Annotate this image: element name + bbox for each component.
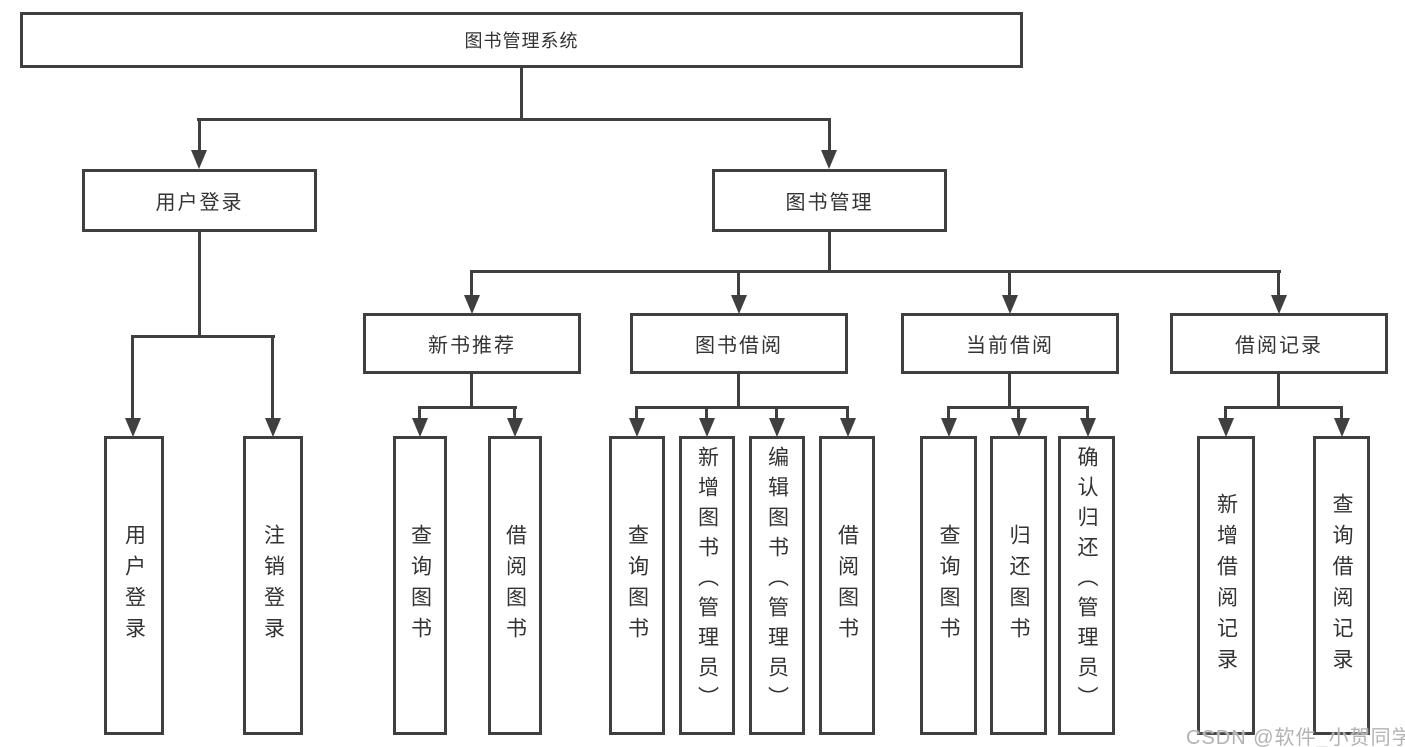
connector-line bbox=[1277, 270, 1280, 297]
connector-line bbox=[1224, 406, 1227, 421]
connector-line bbox=[470, 270, 1281, 273]
connector-line bbox=[1008, 270, 1011, 297]
connector-line bbox=[198, 118, 201, 152]
connector-line bbox=[705, 406, 708, 421]
leaf-add-borrow-record: 新增借阅记录 bbox=[1197, 436, 1255, 735]
connector-arrow bbox=[1011, 418, 1027, 437]
leaf-borrow-books: 借阅图书 bbox=[819, 436, 875, 735]
connector-line bbox=[131, 335, 134, 420]
connector-line bbox=[1340, 406, 1343, 421]
connector-line bbox=[635, 406, 638, 421]
connector-line bbox=[737, 372, 740, 408]
node-new-book-recommendation: 新书推荐 bbox=[363, 313, 581, 374]
connector-line bbox=[1224, 406, 1343, 409]
connector-line bbox=[1008, 372, 1011, 408]
leaf-user-login: 用户登录 bbox=[104, 436, 164, 735]
node-book-borrowing: 图书借阅 bbox=[630, 313, 848, 374]
node-book-management: 图书管理 bbox=[712, 169, 947, 232]
connector-line bbox=[775, 406, 778, 421]
connector-line bbox=[418, 406, 517, 409]
connector-line bbox=[737, 270, 740, 297]
node-user-login: 用户登录 bbox=[82, 169, 317, 232]
leaf-confirm-return-admin: 确认归还（管理员） bbox=[1058, 436, 1115, 735]
connector-arrow bbox=[840, 418, 856, 437]
connector-line bbox=[947, 406, 950, 421]
connector-line bbox=[520, 66, 523, 120]
connector-arrow bbox=[1334, 418, 1350, 437]
connector-line bbox=[635, 406, 849, 409]
leaf-query-books-borrow: 查询图书 bbox=[609, 436, 665, 735]
connector-line bbox=[1277, 372, 1280, 408]
connector-line bbox=[828, 118, 831, 152]
connector-line bbox=[513, 406, 516, 421]
connector-line bbox=[470, 372, 473, 408]
connector-arrow bbox=[769, 418, 785, 437]
connector-arrow bbox=[464, 295, 480, 314]
connector-line bbox=[271, 335, 274, 420]
connector-arrow bbox=[125, 418, 141, 437]
connector-arrow bbox=[731, 295, 747, 314]
connector-line bbox=[197, 118, 831, 121]
connector-line bbox=[418, 406, 421, 421]
connector-arrow bbox=[1002, 295, 1018, 314]
connector-line bbox=[1017, 406, 1020, 421]
leaf-logout: 注销登录 bbox=[243, 436, 303, 735]
connector-line bbox=[198, 230, 201, 337]
connector-arrow bbox=[191, 150, 207, 169]
leaf-query-borrow-record: 查询借阅记录 bbox=[1313, 436, 1370, 735]
connector-arrow bbox=[941, 418, 957, 437]
leaf-add-books-admin: 新增图书（管理员） bbox=[679, 436, 735, 735]
connector-arrow bbox=[821, 150, 837, 169]
connector-arrow bbox=[1080, 418, 1096, 437]
connector-arrow bbox=[1271, 295, 1287, 314]
leaf-query-books-current: 查询图书 bbox=[920, 436, 977, 735]
node-borrow-records: 借阅记录 bbox=[1170, 313, 1388, 374]
connector-line bbox=[828, 230, 831, 272]
connector-arrow bbox=[265, 418, 281, 437]
connector-arrow bbox=[507, 418, 523, 437]
connector-line bbox=[846, 406, 849, 421]
connector-arrow bbox=[699, 418, 715, 437]
node-current-borrowing: 当前借阅 bbox=[901, 313, 1119, 374]
connector-line bbox=[131, 335, 275, 338]
leaf-borrow-books-recommend: 借阅图书 bbox=[488, 436, 542, 735]
leaf-query-books-recommend: 查询图书 bbox=[393, 436, 447, 735]
connector-arrow bbox=[412, 418, 428, 437]
connector-line bbox=[1086, 406, 1089, 421]
connector-arrow bbox=[629, 418, 645, 437]
leaf-edit-books-admin: 编辑图书（管理员） bbox=[749, 436, 805, 735]
connector-arrow bbox=[1218, 418, 1234, 437]
csdn-watermark: CSDN @软件_小贺同学 bbox=[1186, 727, 1405, 747]
leaf-return-books: 归还图书 bbox=[990, 436, 1047, 735]
node-library-management-system: 图书管理系统 bbox=[20, 12, 1023, 68]
connector-line bbox=[470, 270, 473, 297]
